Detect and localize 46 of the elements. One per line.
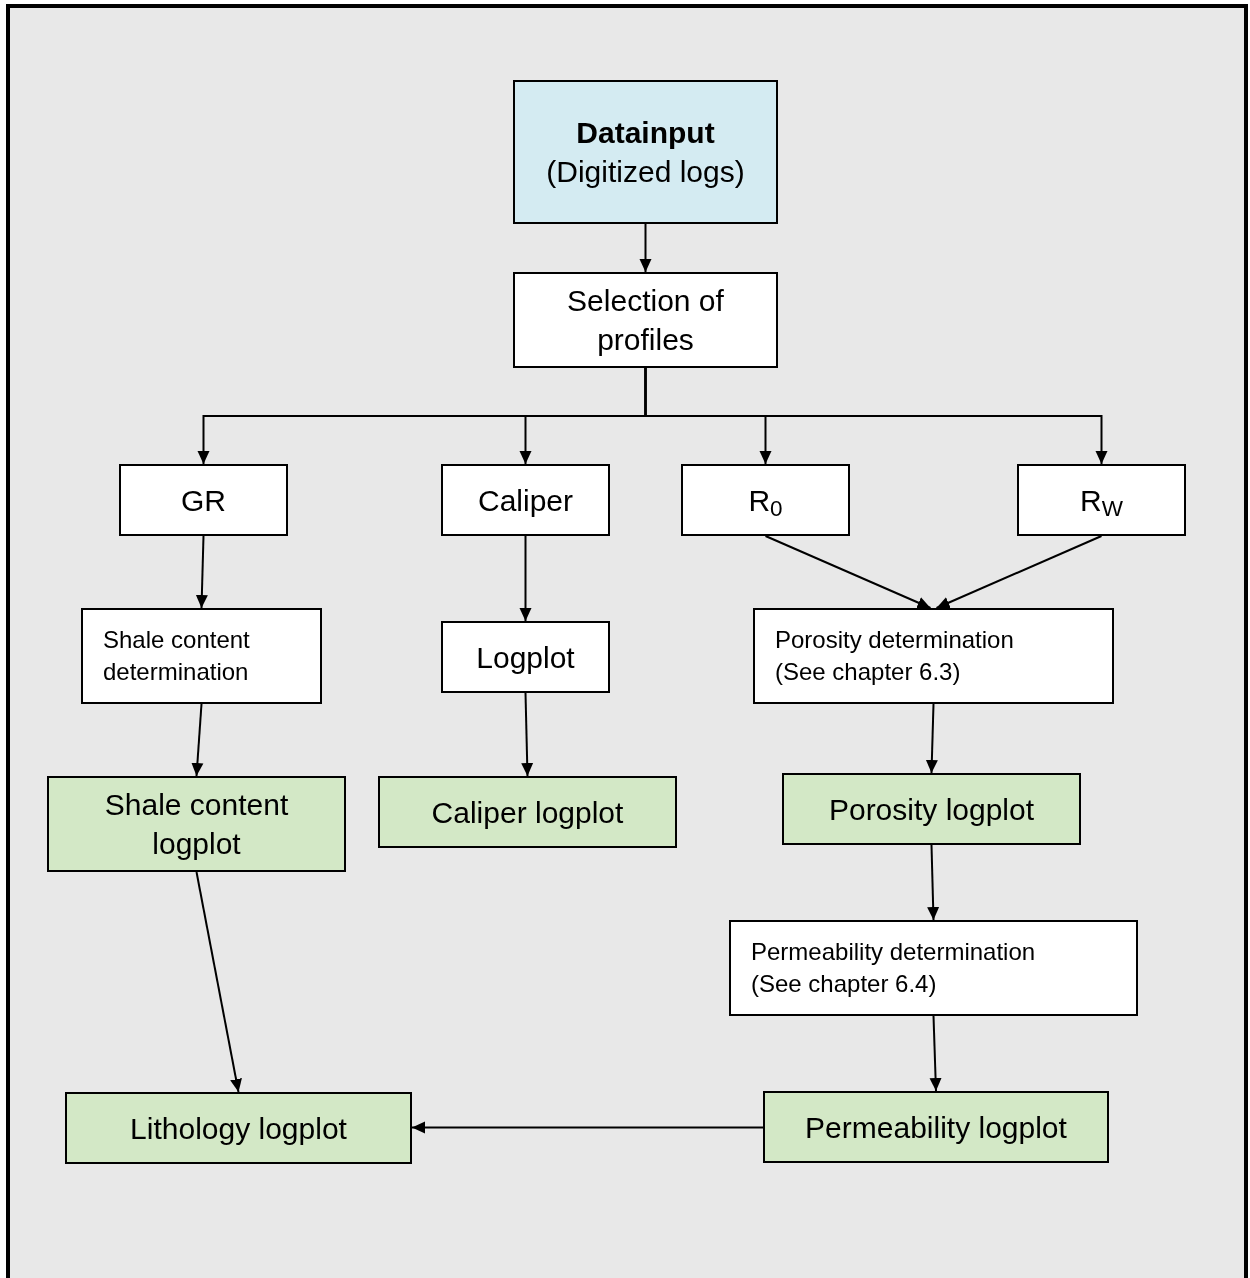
box-title: Porosity determination: [775, 625, 1014, 655]
process-box: [753, 608, 1114, 704]
box-title: GR: [181, 482, 226, 519]
arrow: [195, 535, 208, 609]
box-title: Porosity logplot: [828, 791, 1035, 828]
process-box: [681, 464, 850, 536]
arrow: [521, 692, 534, 777]
process-box: [763, 1091, 1109, 1163]
process-box: [441, 464, 610, 536]
box-title: Permeability logplot: [805, 1109, 1067, 1146]
process-box: [378, 776, 677, 848]
process-box: [729, 920, 1138, 1016]
box-subtitle: (See chapter 6.3): [775, 657, 961, 687]
box-title: Datainput: [576, 115, 715, 151]
arrow: [411, 1121, 764, 1134]
arrow: [195, 871, 242, 1093]
arrow: [519, 535, 532, 622]
arrow: [927, 844, 940, 921]
process-box: [513, 80, 778, 224]
arrow: [191, 703, 204, 777]
box-title: Shale content logplot: [103, 787, 290, 862]
box-title: Lithology logplot: [130, 1110, 347, 1147]
arrow: [644, 367, 1108, 465]
arrow: [639, 223, 652, 273]
box-title: Permeability determination: [751, 937, 1036, 967]
box-title: R$_{0}$: [748, 482, 783, 520]
process-box: [782, 773, 1081, 845]
process-box: [513, 272, 778, 368]
process-box: [81, 608, 322, 704]
arrow: [935, 535, 1103, 609]
box-title: Selection of profiles: [566, 283, 725, 358]
process-box: [1017, 464, 1186, 536]
process-box: [119, 464, 288, 536]
arrow: [764, 535, 932, 609]
process-box: [441, 621, 610, 693]
box-title: Logplot: [476, 639, 575, 676]
box-title: Caliper: [477, 482, 573, 519]
process-box: [65, 1092, 412, 1164]
box-title: R$_{W}$: [1080, 482, 1123, 520]
arrow: [925, 703, 938, 774]
box-title: Caliper logplot: [431, 794, 624, 831]
box-subtitle: (See chapter 6.4): [751, 969, 937, 999]
box-title: Shale content determination: [103, 625, 251, 687]
arrow: [929, 1015, 942, 1092]
box-subtitle: (Digitized logs): [546, 154, 745, 190]
process-box: [47, 776, 346, 872]
